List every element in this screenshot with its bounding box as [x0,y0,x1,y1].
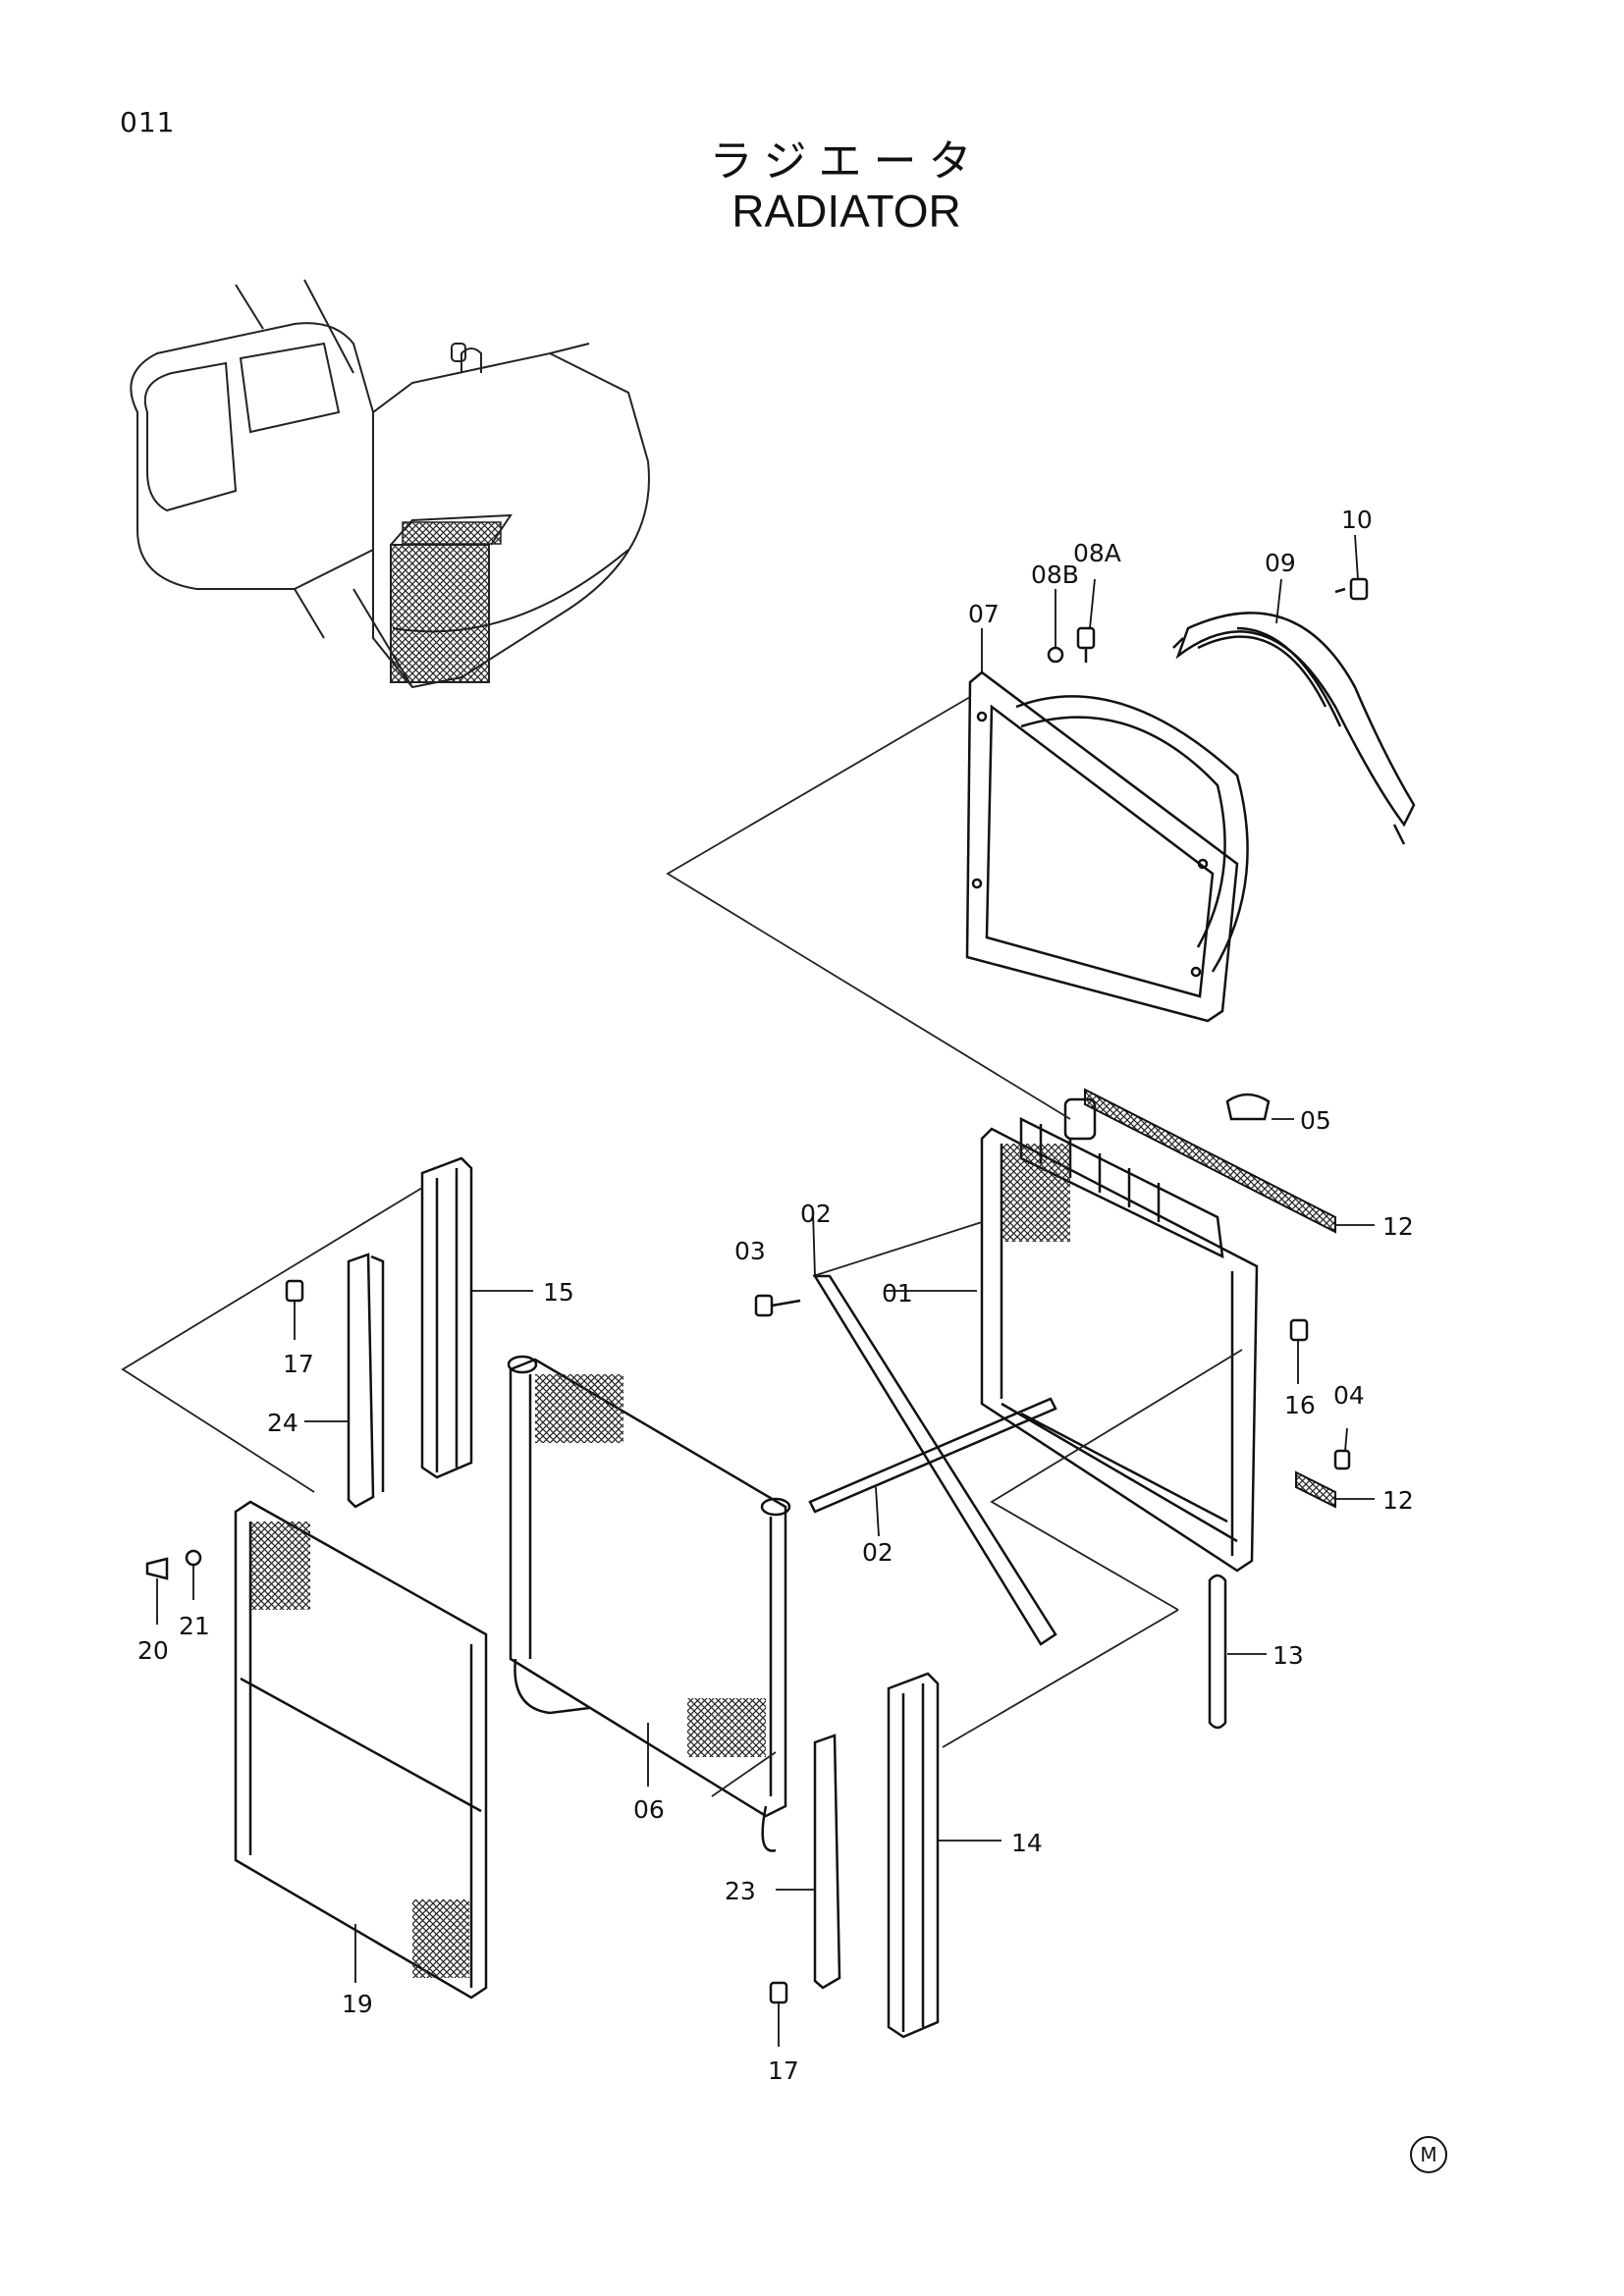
callout-20: 20 [137,1636,169,1665]
callout-02-upper: 02 [800,1200,832,1228]
callout-14: 14 [1011,1829,1043,1857]
callout-17-upper: 17 [283,1350,314,1378]
callout-12-upper: 12 [1382,1212,1414,1241]
callout-23: 23 [725,1877,756,1905]
callout-16: 16 [1284,1391,1316,1419]
pin [1208,1574,1227,1730]
fan-shroud [965,670,1249,1023]
inset-radiator-highlight [390,513,513,683]
callout-02-lower: 02 [862,1538,893,1567]
assembly-lines [121,696,1243,1797]
seal-strip-lower [1295,1470,1336,1509]
bolts-left [145,1279,788,2004]
callout-06: 06 [633,1795,665,1824]
callout-07: 07 [968,600,1000,628]
callout-08a: 08A [1073,539,1121,567]
callout-24: 24 [267,1409,298,1437]
callout-10: 10 [1341,506,1373,534]
oil-cooler [507,1355,791,1852]
callout-03: 03 [734,1237,766,1265]
leader-lines [156,534,1375,2047]
callout-09: 09 [1265,549,1296,577]
callout-12-lower: 12 [1382,1486,1414,1515]
callout-08b: 08B [1031,561,1079,589]
title-english: RADIATOR [731,186,961,237]
callout-05: 05 [1300,1106,1331,1135]
callout-15: 15 [543,1278,574,1307]
stays [808,1274,1057,1646]
callout-13: 13 [1272,1641,1304,1670]
radiator-cap [1225,1093,1271,1121]
radiator-core [980,1097,1259,1573]
bracket-15 [420,1156,473,1479]
bracket-23 [813,1734,841,1990]
fan-guard [1172,612,1416,845]
footer-mark: M [1410,2136,1447,2173]
callout-17-lower: 17 [768,2056,799,2085]
callout-labels: 07 08B 08A 09 10 05 12 02 03 01 16 04 12… [137,506,1414,2085]
callout-04: 04 [1333,1381,1365,1410]
title-japanese: ラジエータ [709,136,984,187]
bracket-24 [347,1253,385,1509]
screen-19 [234,1500,488,2000]
bracket-14 [887,1672,940,2039]
callout-01: 01 [882,1279,913,1308]
callout-19: 19 [342,1990,373,2018]
seal-strip-upper [1084,1088,1336,1234]
page-number: 011 [120,106,176,138]
bolts-right [754,1294,1351,1470]
callout-21: 21 [179,1612,210,1640]
